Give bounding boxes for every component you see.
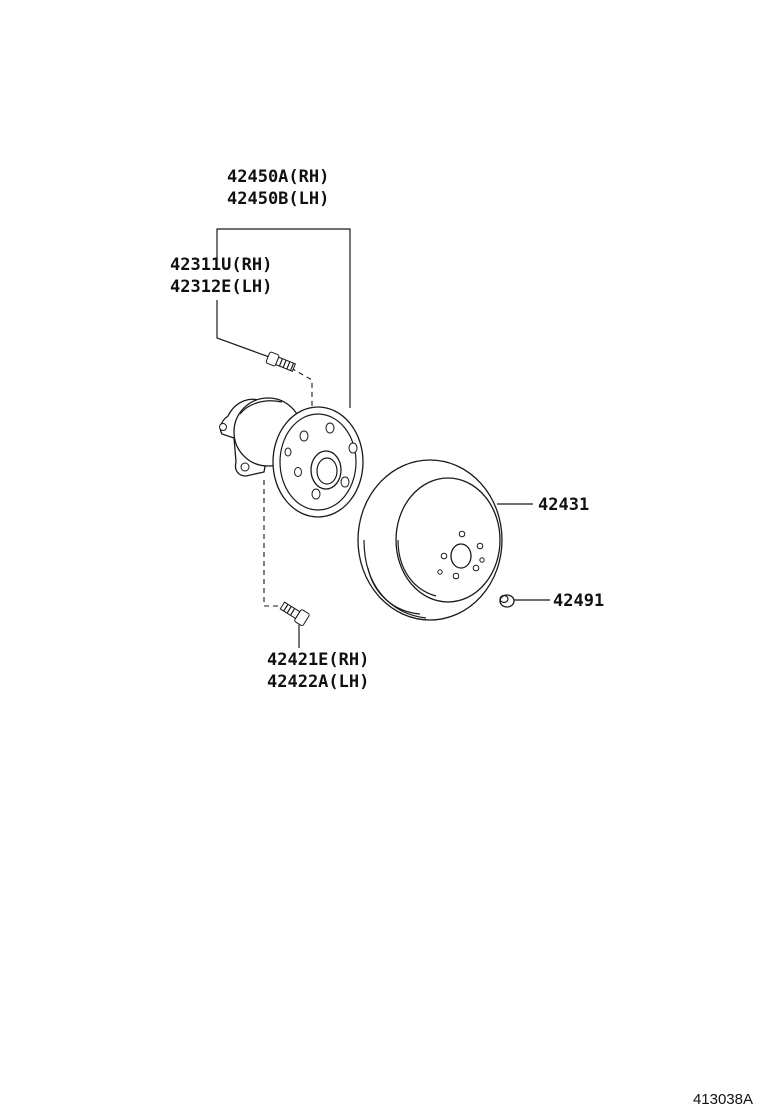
part-label-stud-rh: 42311U(RH) — [170, 255, 272, 275]
figure-id: 413038A — [693, 1091, 753, 1108]
hub-stud-part — [265, 351, 297, 372]
part-label-stud-lh: 42312E(LH) — [170, 277, 272, 297]
leader-lines — [216, 228, 550, 648]
screw-part — [499, 594, 515, 608]
part-label-disc: 42431 — [538, 495, 589, 515]
hub-bearing-assembly-part — [219, 397, 364, 518]
brake-disc-part — [357, 459, 503, 621]
part-label-bolt-rh: 42421E(RH) — [267, 650, 369, 670]
part-label-hub-lh: 42450B(LH) — [227, 189, 329, 209]
part-label-screw: 42491 — [553, 591, 604, 611]
part-label-bolt-lh: 42422A(LH) — [267, 672, 369, 692]
part-label-hub-rh: 42450A(RH) — [227, 167, 329, 187]
bolt-part — [279, 601, 310, 627]
